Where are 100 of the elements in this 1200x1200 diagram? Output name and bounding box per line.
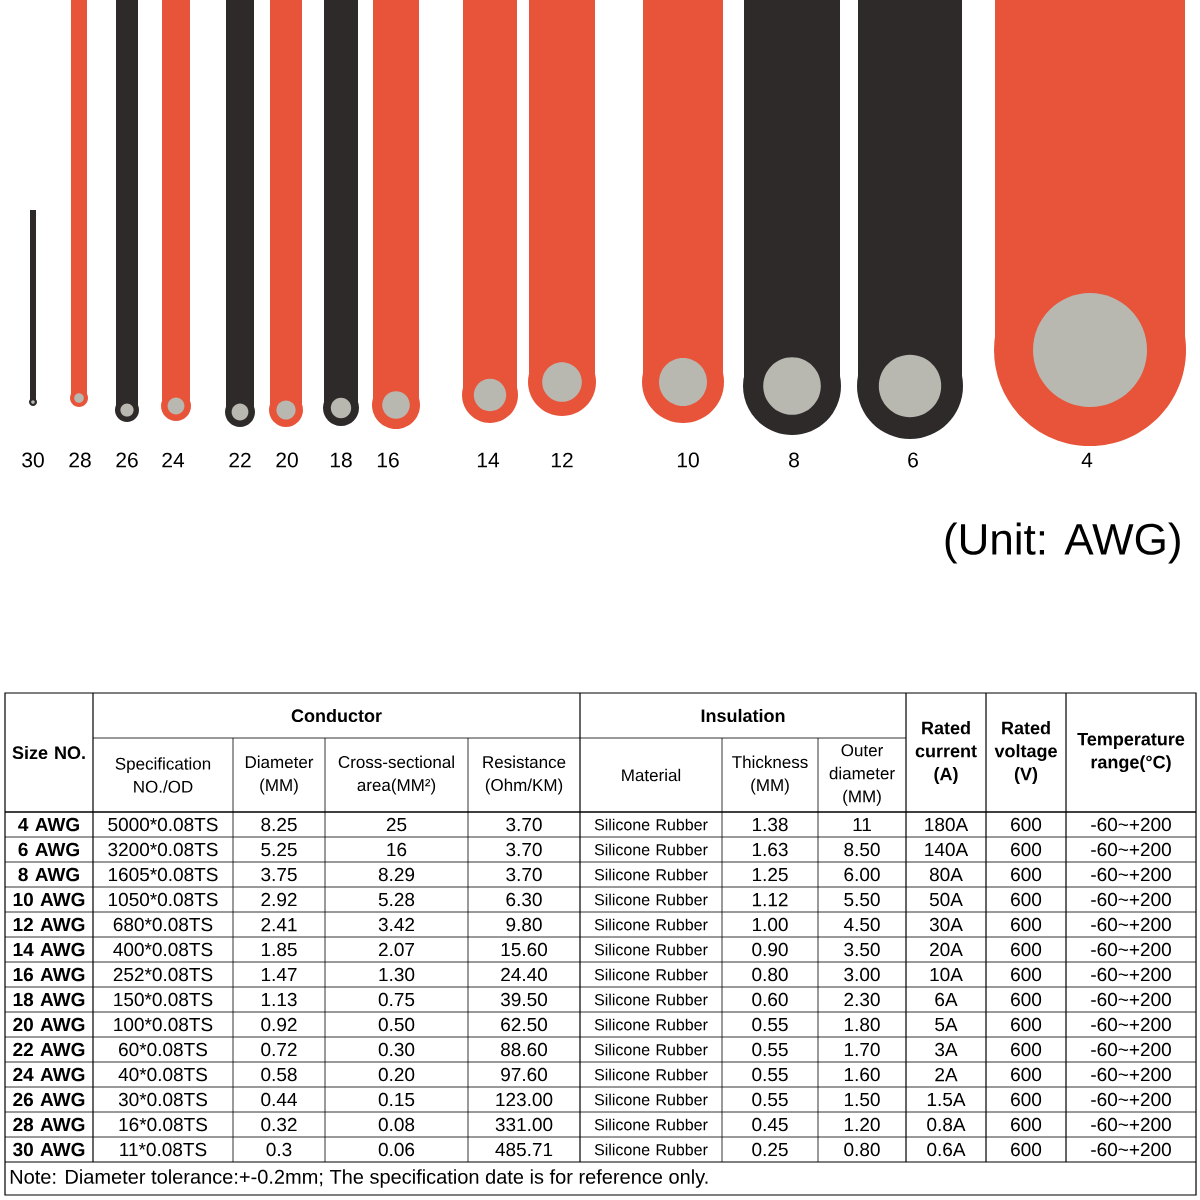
table-cell: 600 bbox=[1011, 892, 1042, 907]
column-header: Resistance (Ohm/KM) bbox=[483, 755, 566, 795]
table-cell: 4.50 bbox=[843, 917, 880, 932]
table-cell: 1050*0.08TS bbox=[109, 892, 218, 907]
table-cell: 0.75 bbox=[378, 992, 415, 1007]
table-cell: 88.60 bbox=[501, 1042, 547, 1057]
gauge-number: 30 bbox=[22, 452, 44, 468]
table-cell: 1.20 bbox=[844, 1117, 880, 1132]
table-cell: 16 AWG bbox=[13, 967, 85, 982]
table-cell: 8.25 bbox=[261, 817, 297, 832]
table-cell: 5.25 bbox=[261, 842, 297, 857]
gauge-number: 6 bbox=[908, 452, 918, 468]
table-cell: 39.50 bbox=[500, 992, 547, 1007]
table-cell: -60~+200 bbox=[1091, 1017, 1171, 1032]
table-cell: 600 bbox=[1011, 1067, 1042, 1082]
table-cell: 8 AWG bbox=[18, 867, 79, 882]
table-cell: 600 bbox=[1011, 867, 1042, 882]
table-cell: 6.00 bbox=[844, 867, 880, 882]
table-cell: 2.30 bbox=[844, 992, 880, 1007]
table-cell: 30*0.08TS bbox=[118, 1092, 207, 1107]
gauge-number: 10 bbox=[677, 452, 699, 468]
table-cell: 6.30 bbox=[506, 892, 542, 907]
table-cell: 1.12 bbox=[752, 892, 788, 907]
table-cell: Silicone Rubber bbox=[594, 893, 708, 906]
table-cell: 0.45 bbox=[752, 1117, 788, 1132]
table-cell: 50A bbox=[929, 892, 963, 907]
table-cell: 3.75 bbox=[261, 867, 297, 882]
table-cell: -60~+200 bbox=[1091, 942, 1171, 957]
column-header: Diameter (MM) bbox=[245, 755, 314, 795]
table-cell: 2.07 bbox=[378, 942, 415, 957]
table-cell: 3.42 bbox=[378, 917, 415, 932]
table-cell: Silicone Rubber bbox=[594, 1143, 708, 1156]
table-cell: 62.50 bbox=[501, 1017, 547, 1032]
table-cell: 0.08 bbox=[378, 1117, 415, 1132]
gauge-number: 22 bbox=[229, 452, 251, 468]
table-cell: -60~+200 bbox=[1091, 1042, 1171, 1057]
table-cell: 20A bbox=[930, 942, 963, 957]
table-cell: 123.00 bbox=[496, 1092, 553, 1107]
table-cell: 0.25 bbox=[752, 1142, 788, 1157]
table-cell: Silicone Rubber bbox=[594, 818, 708, 831]
table-cell: 28 AWG bbox=[13, 1117, 85, 1132]
table-cell: 5A bbox=[935, 1017, 958, 1032]
gauge-number: 8 bbox=[789, 452, 799, 468]
table-cell: Silicone Rubber bbox=[594, 918, 708, 931]
table-cell: 1.30 bbox=[379, 967, 415, 982]
column-header: Rated voltage (V) bbox=[994, 721, 1057, 784]
table-cell: Silicone Rubber bbox=[594, 1018, 708, 1031]
table-cell: 140A bbox=[925, 842, 969, 857]
table-cell: 0.80 bbox=[844, 1142, 880, 1157]
column-header: Rated current (A) bbox=[915, 721, 977, 784]
table-cell: 0.50 bbox=[378, 1017, 415, 1032]
table-cell: 1.38 bbox=[752, 817, 788, 832]
table-cell: Silicone Rubber bbox=[594, 993, 708, 1006]
table-cell: 1.80 bbox=[844, 1017, 880, 1032]
table-cell: 20 AWG bbox=[13, 1017, 85, 1032]
column-header: Thickness (MM) bbox=[732, 755, 808, 795]
table-cell: -60~+200 bbox=[1091, 1117, 1171, 1132]
table-cell: -60~+200 bbox=[1091, 967, 1171, 982]
table-cell: 1.63 bbox=[752, 842, 788, 857]
table-cell: 1.85 bbox=[261, 942, 297, 957]
gauge-number: 26 bbox=[116, 452, 138, 468]
table-cell: 0.44 bbox=[261, 1092, 297, 1107]
table-cell: 0.55 bbox=[752, 1017, 788, 1032]
table-cell: 3.70 bbox=[506, 817, 542, 832]
table-cell: 680*0.08TS bbox=[113, 917, 213, 932]
table-cell: -60~+200 bbox=[1091, 892, 1171, 907]
table-cell: 0.55 bbox=[752, 1067, 788, 1082]
table-cell: 5.50 bbox=[844, 892, 880, 907]
table-cell: 0.06 bbox=[378, 1142, 415, 1157]
table-cell: 6A bbox=[935, 992, 958, 1007]
table-cell: 600 bbox=[1011, 942, 1042, 957]
table-cell: Silicone Rubber bbox=[594, 1043, 708, 1056]
table-cell: 600 bbox=[1011, 1092, 1042, 1107]
table-cell: 1.25 bbox=[752, 867, 788, 882]
column-header: Outer diameter (MM) bbox=[829, 744, 895, 806]
table-cell: 8.29 bbox=[378, 867, 415, 882]
table-cell: 3.70 bbox=[506, 842, 542, 857]
table-cell: 600 bbox=[1011, 967, 1042, 982]
gauge-number: 12 bbox=[551, 452, 573, 468]
table-cell: 12 AWG bbox=[13, 917, 85, 932]
table-cell: 3.50 bbox=[844, 942, 880, 957]
table-cell: 11 bbox=[853, 818, 871, 832]
table-cell: 1.70 bbox=[844, 1042, 880, 1057]
table-cell: 0.3 bbox=[266, 1142, 292, 1157]
note: Note: Diameter tolerance:+-0.2mm; The specification date is for reference only. bbox=[10, 1169, 708, 1188]
table-cell: 60*0.08TS bbox=[119, 1042, 207, 1057]
table-cell: 5.28 bbox=[378, 892, 415, 907]
table-cell: 600 bbox=[1011, 817, 1042, 832]
table-cell: 14 AWG bbox=[13, 942, 85, 957]
table-cell: 600 bbox=[1011, 992, 1042, 1007]
column-header: Specification NO./OD bbox=[115, 757, 211, 793]
table-cell: 600 bbox=[1011, 917, 1042, 932]
table-cell: 485.71 bbox=[495, 1142, 553, 1157]
table-cell: 16*0.08TS bbox=[119, 1117, 207, 1132]
table-cell: 24 AWG bbox=[13, 1067, 85, 1082]
table-cell: 40*0.08TS bbox=[118, 1067, 207, 1082]
column-header: Conductor bbox=[291, 708, 382, 723]
table-cell: 0.30 bbox=[378, 1042, 415, 1057]
table-cell: 0.72 bbox=[261, 1042, 297, 1057]
gauge-number: 28 bbox=[69, 452, 91, 468]
